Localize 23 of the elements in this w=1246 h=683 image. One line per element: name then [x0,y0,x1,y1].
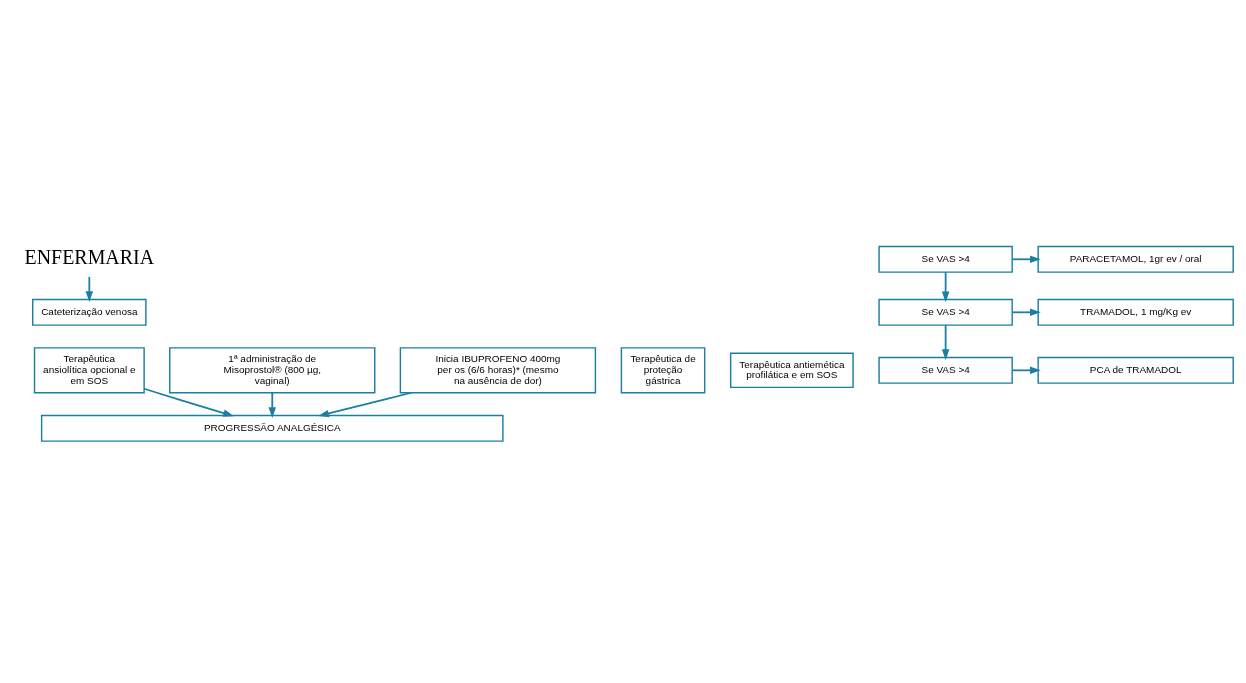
node-box: Cateterização venosa [32,298,147,326]
arrow [1011,366,1041,375]
node-box: PCA de TRAMADOL [1037,356,1234,384]
node-text: ENFERMARIA [24,246,155,269]
arrow [941,271,950,303]
node-box: PARACETAMOL, 1gr ev / oral [1037,245,1234,273]
node-box: Se VAS >4 [878,298,1013,326]
node-box: Se VAS >4 [878,245,1013,273]
node-box: Terapêutica ansiolítica opcional e em SOS [33,347,145,394]
node-box: 1ª administração de Misoprostol® (800 µg, vaginal) [169,347,376,394]
arrow [318,391,413,418]
arrow [268,391,276,418]
node-box: TRAMADOL, 1 mg/Kg ev [1037,298,1234,326]
arrow [1011,308,1041,317]
node-box: PROGRESSÃO ANALGÉSICA [40,414,504,442]
node-box: Inicia IBUPROFENO 400mg per os (6/6 horas)* (mesmo na ausência de dor) [399,347,597,394]
arrow [143,387,234,417]
node-box: Terapêutica de proteção gástrica [620,347,706,394]
node-box: Terapêutica antiemética profilática e em SOS [729,352,854,389]
arrow [941,324,950,361]
arrow [1011,255,1041,264]
arrow [85,276,94,302]
node-box: Se VAS >4 [878,356,1013,384]
